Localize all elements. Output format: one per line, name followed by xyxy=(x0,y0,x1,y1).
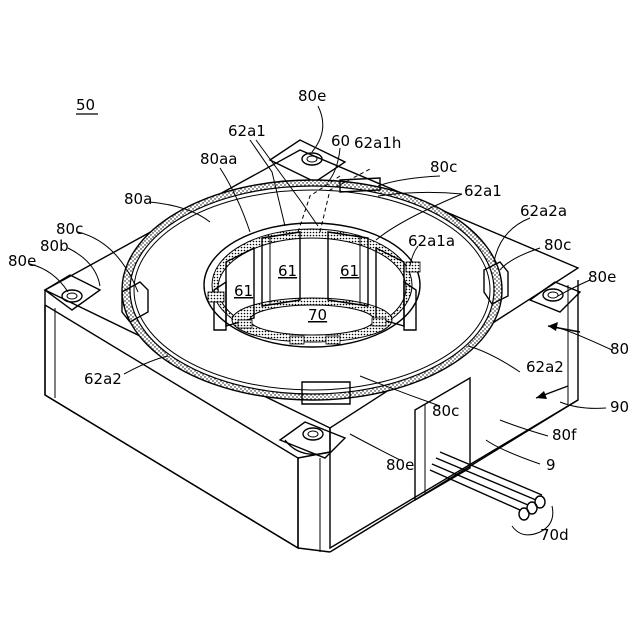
corner-boss-left xyxy=(45,275,100,310)
label-80e-right: 80e xyxy=(588,268,616,286)
label-80e-bottom: 80e xyxy=(386,456,414,474)
label-80f: 80f xyxy=(552,426,577,444)
label-90: 90 xyxy=(610,398,629,416)
label-80e-left: 80e xyxy=(8,252,36,270)
label-70: 70 xyxy=(308,306,327,324)
figure-ref: 50 xyxy=(76,96,95,114)
label-9: 9 xyxy=(546,456,556,474)
label-80c-left: 80c xyxy=(56,220,83,238)
label-80e-top: 80e xyxy=(298,87,326,105)
label-62a2-left: 62a2 xyxy=(84,370,122,388)
label-80aa: 80aa xyxy=(200,150,237,168)
label-62a2-right: 62a2 xyxy=(526,358,564,376)
label-80a: 80a xyxy=(124,190,152,208)
label-62a1-right: 62a1 xyxy=(464,182,502,200)
cable-outlet xyxy=(415,378,470,500)
label-80: 80 xyxy=(610,340,629,358)
label-61-a: 61 xyxy=(278,262,297,280)
label-80b: 80b xyxy=(40,237,69,255)
label-80c-right: 80c xyxy=(544,236,571,254)
label-80c-top: 80c xyxy=(430,158,457,176)
cables xyxy=(430,452,553,535)
label-62a1-top: 62a1 xyxy=(228,122,266,140)
labels: 50 80e 60 62a1h 62a1 80aa 80c 62a1 80a 6… xyxy=(8,87,629,544)
label-62a2a: 62a2a xyxy=(520,202,567,220)
label-61-b: 61 xyxy=(340,262,359,280)
label-61-c: 61 xyxy=(234,282,253,300)
label-80c-bottom: 80c xyxy=(432,402,459,420)
label-62a1a: 62a1a xyxy=(408,232,455,250)
label-62a1h: 62a1h xyxy=(354,134,401,152)
corner-boss-right xyxy=(530,282,580,312)
label-60: 60 xyxy=(331,132,350,150)
label-70d: 70d xyxy=(540,526,569,544)
